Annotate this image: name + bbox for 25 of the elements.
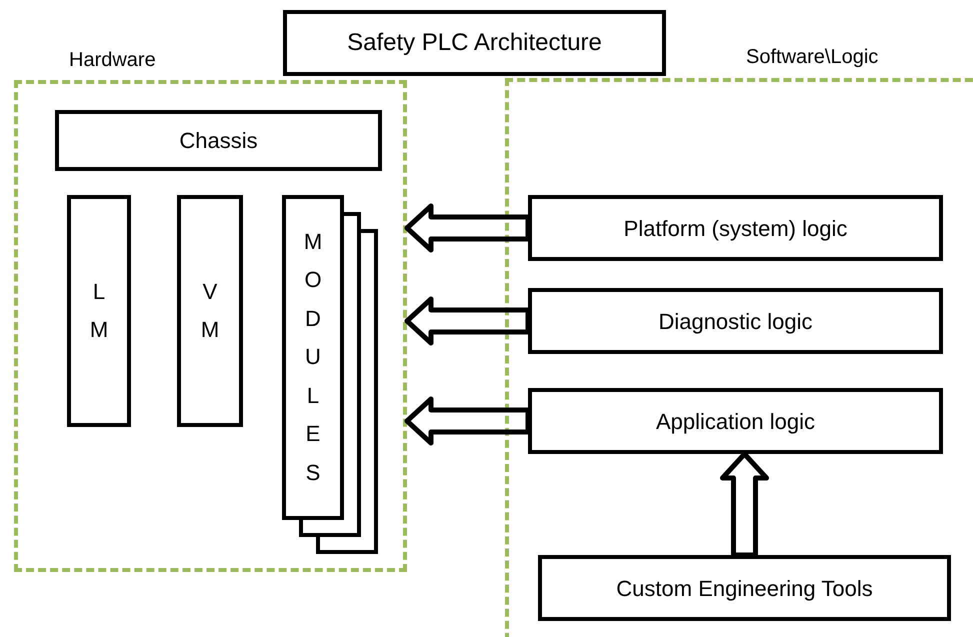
process-box xyxy=(55,110,382,171)
box-label: Chassis xyxy=(178,127,259,155)
vertical-label: VM xyxy=(200,278,220,344)
block-arrow xyxy=(404,296,530,346)
vertical-label: MODULES xyxy=(302,228,324,487)
title-box xyxy=(283,10,666,76)
box-label: Diagnostic logic xyxy=(657,308,814,336)
group-heading: Software\Logic xyxy=(746,45,878,69)
dashed-group-frame xyxy=(505,78,973,637)
box-label: Platform (system) logic xyxy=(622,214,848,243)
block-arrow xyxy=(404,396,530,446)
process-box xyxy=(528,388,943,454)
vertical-label: LM xyxy=(88,278,110,344)
process-box xyxy=(538,555,951,621)
block-arrow xyxy=(720,452,769,558)
vertical-module-box xyxy=(177,195,243,427)
box-label: Safety PLC Architecture xyxy=(346,28,603,58)
box-label: Custom Engineering Tools xyxy=(615,574,874,603)
process-box xyxy=(528,288,943,354)
dashed-group-frame xyxy=(14,80,407,572)
block-arrow xyxy=(404,204,530,252)
box-label: Application logic xyxy=(655,408,816,436)
group-heading: Hardware xyxy=(69,48,156,72)
vertical-module-box xyxy=(67,195,131,427)
process-box xyxy=(528,195,943,261)
